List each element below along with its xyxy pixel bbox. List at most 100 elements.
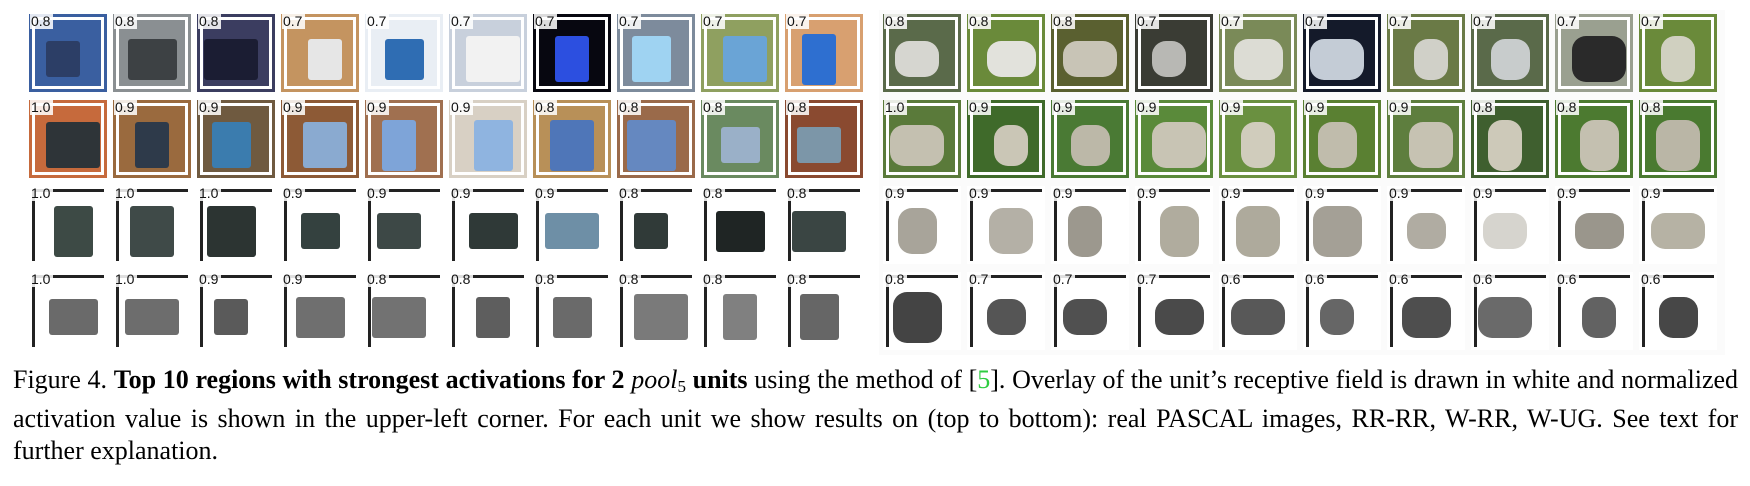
region-content (474, 120, 513, 171)
region-content (895, 41, 939, 77)
activation-value: 0.8 (534, 272, 558, 287)
activation-thumbnail: 0.7 (1471, 14, 1549, 92)
activation-value: 0.7 (1556, 14, 1580, 29)
receptive-field-overlay (1390, 189, 1462, 261)
caption-pool-sub: 5 (677, 377, 686, 396)
receptive-field-overlay (32, 189, 104, 261)
region-content (1491, 39, 1530, 80)
activation-value: 0.9 (366, 186, 390, 201)
region-content (555, 36, 589, 82)
receptive-field-overlay (788, 275, 860, 347)
receptive-field-overlay (1306, 17, 1378, 89)
activation-value: 1.0 (198, 186, 222, 201)
receptive-field-overlay (284, 189, 356, 261)
activation-thumbnail: 0.8 (533, 272, 611, 350)
region-content (128, 39, 177, 80)
region-content (372, 297, 426, 338)
receptive-field-overlay (1306, 275, 1378, 347)
activation-thumbnail: 0.8 (1555, 100, 1633, 178)
activation-thumbnail: 1.0 (883, 100, 961, 178)
receptive-field-overlay (970, 189, 1042, 261)
activation-thumbnail: 0.8 (785, 186, 863, 264)
caption-pool-word: pool (631, 365, 678, 394)
region-content (1407, 213, 1446, 249)
activation-thumbnail: 0.6 (1387, 272, 1465, 350)
activation-thumbnail: 1.0 (29, 272, 107, 350)
activation-value: 0.7 (1472, 14, 1496, 29)
activation-thumbnail: 0.8 (701, 186, 779, 264)
activation-thumbnail: 0.7 (1387, 14, 1465, 92)
receptive-field-overlay (1222, 103, 1294, 175)
region-content (627, 120, 676, 171)
region-content (207, 206, 256, 257)
receptive-field-overlay (886, 275, 958, 347)
activation-thumbnail: 0.9 (533, 186, 611, 264)
region-content (1063, 41, 1117, 77)
activation-value: 0.6 (1472, 272, 1496, 287)
receptive-field-overlay (1558, 189, 1630, 261)
receptive-field-overlay (536, 103, 608, 175)
activation-value: 1.0 (30, 272, 54, 287)
receptive-field-overlay (704, 189, 776, 261)
region-content (987, 41, 1036, 77)
region-content (1483, 213, 1527, 249)
receptive-field-overlay (1054, 275, 1126, 347)
activation-thumbnail: 0.9 (1303, 186, 1381, 264)
receptive-field-overlay (368, 103, 440, 175)
activation-thumbnail: 0.7 (617, 14, 695, 92)
activation-thumbnail: 0.7 (1639, 14, 1717, 92)
activation-value: 0.8 (450, 272, 474, 287)
region-content (634, 294, 688, 340)
receptive-field-overlay (116, 17, 188, 89)
activation-value: 1.0 (884, 100, 908, 115)
activation-thumbnail: 0.6 (1303, 272, 1381, 350)
activation-thumbnail: 0.8 (197, 14, 275, 92)
region-content (212, 122, 251, 168)
activation-value: 0.9 (1556, 186, 1580, 201)
activation-thumbnail: 0.9 (1303, 100, 1381, 178)
receptive-field-overlay (1642, 189, 1714, 261)
activation-thumbnail: 1.0 (197, 186, 275, 264)
receptive-field-overlay (886, 103, 958, 175)
region-content (46, 41, 80, 77)
region-content (800, 294, 839, 340)
receptive-field-overlay (1138, 189, 1210, 261)
receptive-field-overlay (200, 189, 272, 261)
activation-value: 0.9 (1304, 186, 1328, 201)
region-content (545, 213, 599, 249)
activation-value: 0.9 (366, 100, 390, 115)
receptive-field-overlay (704, 275, 776, 347)
activation-thumbnail: 0.7 (533, 14, 611, 92)
region-content (987, 299, 1026, 335)
activation-thumbnail: 0.8 (533, 100, 611, 178)
receptive-field-overlay (620, 17, 692, 89)
region-content (1572, 36, 1626, 82)
receptive-field-overlay (1390, 17, 1462, 89)
activation-value: 0.9 (198, 100, 222, 115)
caption-text-2: ]. Overlay of the unit’s receptive field… (13, 365, 1739, 465)
caption-bold-lead: Top 10 regions with strongest activation… (113, 365, 625, 394)
activation-value: 0.8 (618, 272, 642, 287)
receptive-field-overlay (886, 189, 958, 261)
region-content (204, 39, 258, 80)
region-content (125, 299, 179, 335)
receptive-field-overlay (620, 103, 692, 175)
region-content (1402, 297, 1451, 338)
region-content (1152, 122, 1206, 168)
region-content (802, 34, 836, 85)
caption-citation-link[interactable]: 5 (977, 365, 991, 394)
receptive-field-overlay (1642, 103, 1714, 175)
activation-thumbnail: 0.8 (449, 272, 527, 350)
receptive-field-overlay (1558, 275, 1630, 347)
activation-thumbnail: 0.9 (1387, 186, 1465, 264)
activation-thumbnail: 0.9 (967, 100, 1045, 178)
activation-thumbnail: 0.7 (281, 14, 359, 92)
activation-value: 0.9 (282, 186, 306, 201)
activation-value: 1.0 (114, 186, 138, 201)
activation-thumbnail: 0.7 (1051, 272, 1129, 350)
activation-value: 0.8 (1556, 100, 1580, 115)
activation-thumbnail: 0.7 (785, 14, 863, 92)
receptive-field-overlay (620, 189, 692, 261)
receptive-field-overlay (704, 17, 776, 89)
